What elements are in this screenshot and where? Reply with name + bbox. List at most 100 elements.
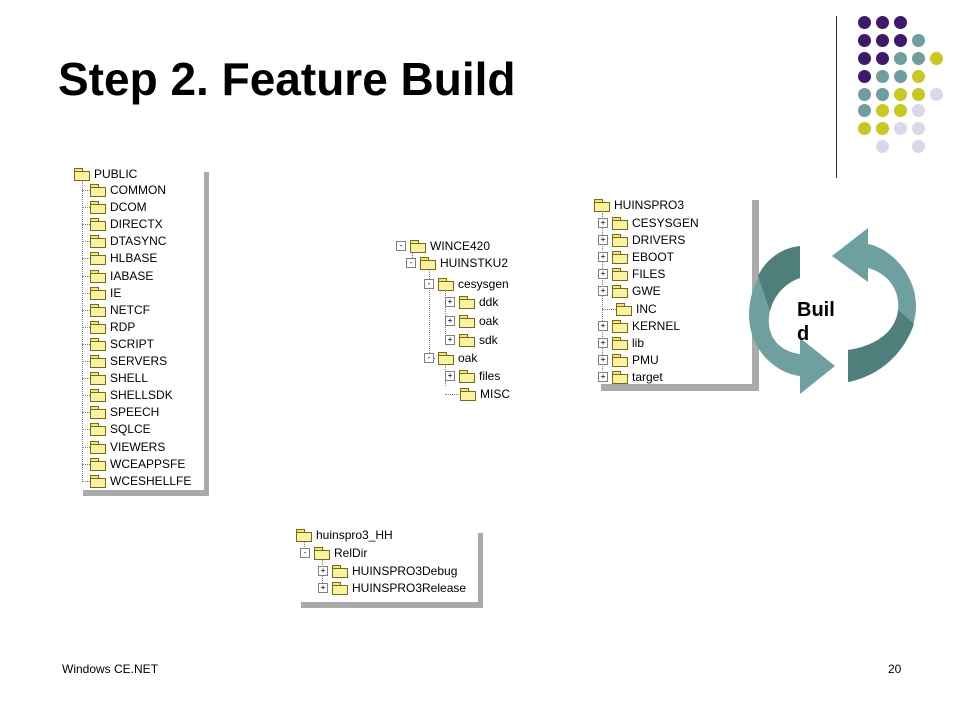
dot bbox=[858, 122, 871, 135]
tree-node[interactable]: HUINSPRO3 bbox=[594, 197, 684, 213]
tree-node[interactable]: +HUINSPRO3Release bbox=[318, 580, 466, 596]
tree-node[interactable]: +ddk bbox=[445, 294, 498, 310]
tree-node[interactable]: DIRECTX bbox=[90, 216, 163, 232]
tree-node[interactable]: huinspro3_HH bbox=[296, 527, 393, 543]
tree-node[interactable]: SCRIPT bbox=[90, 336, 154, 352]
tree-node-label: HLBASE bbox=[110, 251, 158, 266]
expand-icon[interactable]: + bbox=[598, 252, 608, 263]
tree-node[interactable]: -RelDir bbox=[300, 545, 367, 561]
tree-node[interactable]: -WINCE420 bbox=[396, 238, 490, 254]
tree-node[interactable]: MISC bbox=[460, 386, 510, 402]
expand-icon[interactable]: + bbox=[598, 269, 608, 280]
folder-icon bbox=[612, 268, 628, 282]
expand-icon[interactable]: + bbox=[445, 371, 455, 381]
dot bbox=[912, 34, 925, 47]
dot bbox=[876, 88, 889, 101]
expand-icon[interactable]: + bbox=[598, 235, 608, 246]
tree-node-label: SHELLSDK bbox=[110, 388, 173, 403]
tree-connector bbox=[82, 180, 83, 480]
expand-icon[interactable]: + bbox=[318, 583, 328, 593]
tree-node[interactable]: DCOM bbox=[90, 199, 147, 215]
tree-node[interactable]: + PMU bbox=[598, 352, 659, 368]
tree-node[interactable]: DTASYNC bbox=[90, 233, 166, 249]
tree-node-label: MISC bbox=[480, 387, 510, 401]
tree-node[interactable]: -cesysgen bbox=[424, 276, 509, 292]
tree-node-label: CESYSGEN bbox=[632, 216, 699, 230]
tree-node[interactable]: -HUINSTKU2 bbox=[406, 255, 508, 271]
tree-node[interactable]: SERVERS bbox=[90, 353, 167, 369]
tree-node-label: huinspro3_HH bbox=[316, 528, 393, 542]
slide-title: Step 2. Feature Build bbox=[58, 53, 516, 105]
tree-node-label: FILES bbox=[632, 267, 666, 282]
tree-connector bbox=[82, 190, 90, 191]
tree-node[interactable]: +lib bbox=[598, 335, 644, 351]
folder-icon bbox=[90, 269, 106, 283]
tree-node[interactable]: WCEAPPSFE bbox=[90, 456, 185, 472]
tree-node-label: DRIVERS bbox=[632, 233, 686, 248]
tree-node[interactable]: + CESYSGEN bbox=[598, 215, 699, 231]
collapse-icon[interactable]: - bbox=[424, 279, 434, 289]
tree-node-label: oak bbox=[479, 314, 499, 328]
dot bbox=[876, 16, 889, 29]
tree-node[interactable]: +sdk bbox=[445, 332, 498, 348]
tree-node[interactable]: -oak bbox=[424, 350, 477, 366]
tree-node[interactable]: HLBASE bbox=[90, 250, 157, 266]
tree-node[interactable]: IE bbox=[90, 285, 121, 301]
expand-icon[interactable]: + bbox=[598, 320, 608, 331]
tree-node[interactable]: INC bbox=[616, 301, 657, 317]
expand-icon[interactable]: + bbox=[598, 354, 608, 365]
expand-icon[interactable]: + bbox=[445, 297, 455, 307]
collapse-icon[interactable]: - bbox=[396, 241, 406, 251]
expand-icon[interactable]: + bbox=[598, 337, 608, 348]
tree-node[interactable]: COMMON bbox=[90, 182, 166, 198]
tree-node[interactable]: SQLCE bbox=[90, 421, 151, 437]
tree-node-label: VIEWERS bbox=[110, 439, 166, 454]
tree-node[interactable]: WCESHELLFE bbox=[90, 473, 191, 489]
dot bbox=[876, 104, 889, 117]
tree-node-label: PMU bbox=[632, 352, 659, 367]
tree-node-label: EBOOT bbox=[632, 250, 675, 265]
tree-node-label: target bbox=[632, 369, 663, 384]
tree-node-label: WCEAPPSFE bbox=[110, 456, 186, 471]
folder-icon bbox=[90, 423, 106, 437]
folder-icon bbox=[90, 337, 106, 351]
tree-node[interactable]: RDP bbox=[90, 319, 135, 335]
collapse-icon[interactable]: - bbox=[406, 258, 416, 268]
tree-connector bbox=[82, 480, 90, 482]
folder-icon bbox=[612, 336, 628, 350]
collapse-icon[interactable]: - bbox=[424, 353, 434, 363]
tree-node[interactable]: +HUINSPRO3Debug bbox=[318, 563, 457, 579]
folder-icon bbox=[90, 252, 106, 266]
dot bbox=[894, 70, 907, 83]
dot bbox=[912, 70, 925, 83]
folder-icon bbox=[612, 370, 628, 384]
tree-node[interactable]: +files bbox=[445, 368, 500, 384]
expand-icon[interactable]: + bbox=[598, 218, 608, 228]
tree-node-label: KERNEL bbox=[632, 318, 681, 333]
dot bbox=[858, 52, 871, 65]
tree-node[interactable]: + EBOOT bbox=[598, 249, 674, 265]
tree-node[interactable]: + FILES bbox=[598, 266, 665, 282]
expand-icon[interactable]: + bbox=[445, 316, 455, 326]
collapse-icon[interactable]: - bbox=[300, 548, 310, 558]
folder-icon bbox=[612, 319, 628, 333]
tree-node[interactable]: SHELLSDK bbox=[90, 387, 173, 403]
tree-node[interactable]: + oak bbox=[445, 313, 498, 329]
expand-icon[interactable]: + bbox=[598, 286, 608, 297]
expand-icon[interactable]: + bbox=[598, 371, 608, 382]
tree-node-label: IABASE bbox=[110, 268, 154, 283]
tree-node[interactable]: +GWE bbox=[598, 283, 661, 299]
tree-node[interactable]: NETCF bbox=[90, 302, 150, 318]
tree-node[interactable]: PUBLIC bbox=[74, 166, 137, 182]
tree-node[interactable]: + KERNEL bbox=[598, 318, 680, 334]
tree-node[interactable]: + DRIVERS bbox=[598, 232, 685, 248]
tree-node[interactable]: + target bbox=[598, 369, 663, 385]
tree-node[interactable]: SHELL bbox=[90, 370, 148, 386]
tree-node-label: DTASYNC bbox=[110, 234, 167, 249]
tree-node[interactable]: SPEECH bbox=[90, 404, 159, 420]
tree-node[interactable]: VIEWERS bbox=[90, 439, 165, 455]
expand-icon[interactable]: + bbox=[445, 335, 455, 345]
tree-node[interactable]: IABASE bbox=[90, 268, 153, 284]
expand-icon[interactable]: + bbox=[318, 566, 328, 576]
